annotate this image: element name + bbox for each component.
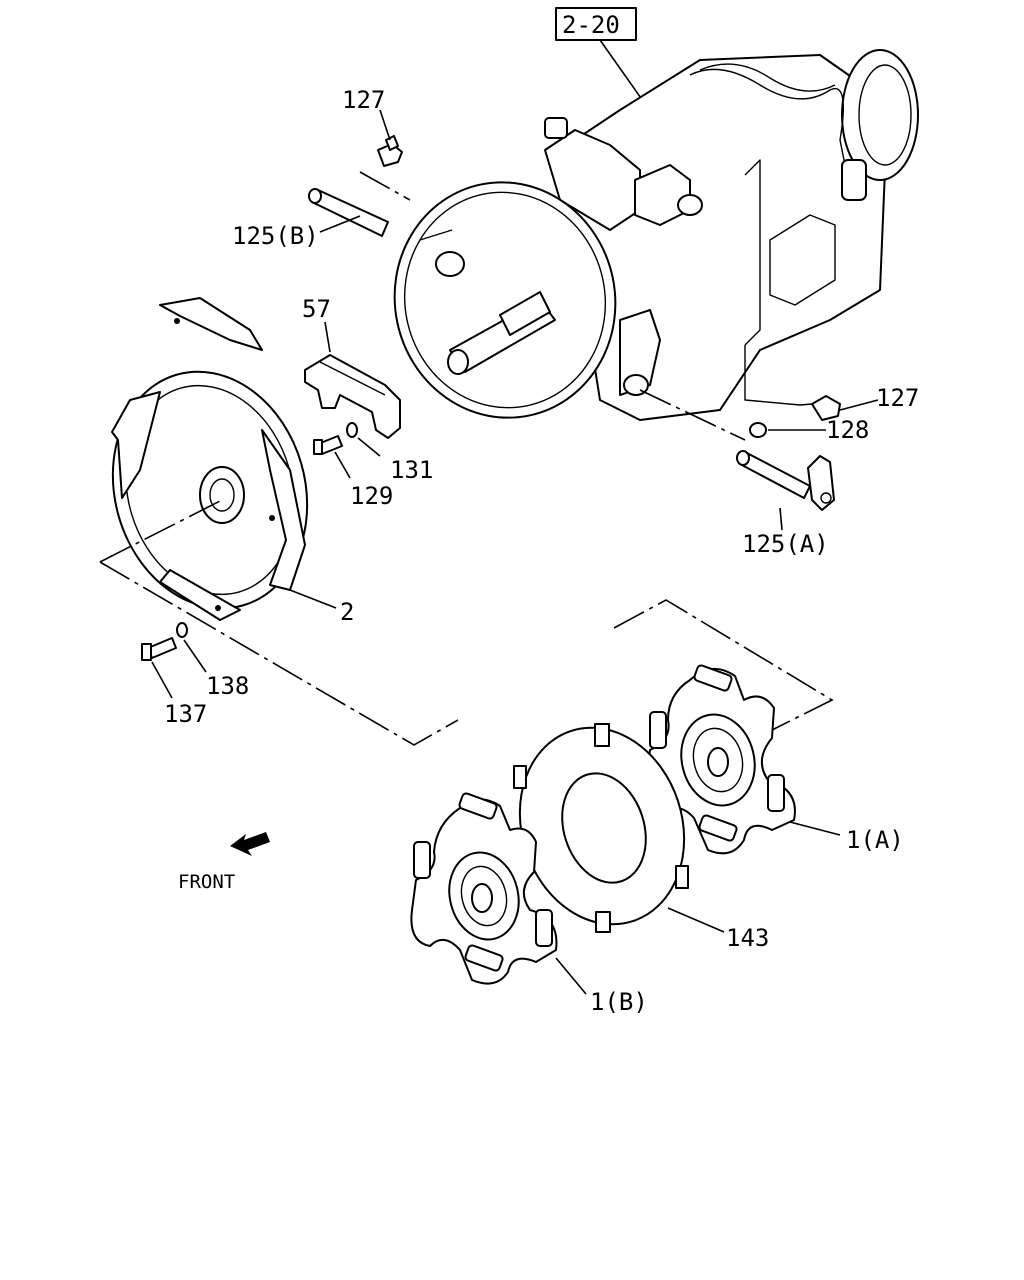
label-131: 131: [390, 456, 433, 484]
intermediate-plate-143[interactable]: [495, 706, 709, 946]
washer-128[interactable]: [749, 422, 767, 438]
washer-138[interactable]: [176, 622, 188, 638]
clutch-disc-1A[interactable]: [644, 664, 796, 855]
front-label: FRONT: [178, 871, 235, 893]
label-138: 138: [206, 672, 249, 700]
label-125A: 125(A): [742, 530, 829, 558]
bolt-129[interactable]: [313, 435, 343, 455]
release-fork-57[interactable]: [304, 354, 401, 439]
label-137: 137: [164, 700, 207, 728]
label-57: 57: [302, 295, 331, 323]
reference-box[interactable]: 2-20: [555, 7, 637, 41]
label-143: 143: [726, 924, 769, 952]
clutch-disc-1B[interactable]: [410, 792, 558, 985]
label-128: 128: [826, 416, 869, 444]
bolt-137[interactable]: [141, 637, 177, 661]
washer-131[interactable]: [346, 422, 358, 438]
shaft-lever-125A[interactable]: [736, 450, 835, 511]
grease-fitting-127-right[interactable]: [811, 395, 841, 421]
label-129: 129: [350, 482, 393, 510]
shaft-125B[interactable]: [308, 188, 389, 237]
label-1A: 1(A): [846, 826, 904, 854]
reference-box-label: 2-20: [562, 11, 620, 39]
label-1B: 1(B): [590, 988, 648, 1016]
label-2: 2: [340, 598, 354, 626]
transmission-housing: [393, 49, 919, 421]
front-arrow-icon: [230, 832, 270, 856]
label-127-right: 127: [876, 384, 919, 412]
label-125B: 125(B): [232, 222, 319, 250]
pressure-plate-2[interactable]: [86, 297, 335, 632]
grease-fitting-127-top[interactable]: [377, 135, 403, 167]
label-127-top: 127: [342, 86, 385, 114]
